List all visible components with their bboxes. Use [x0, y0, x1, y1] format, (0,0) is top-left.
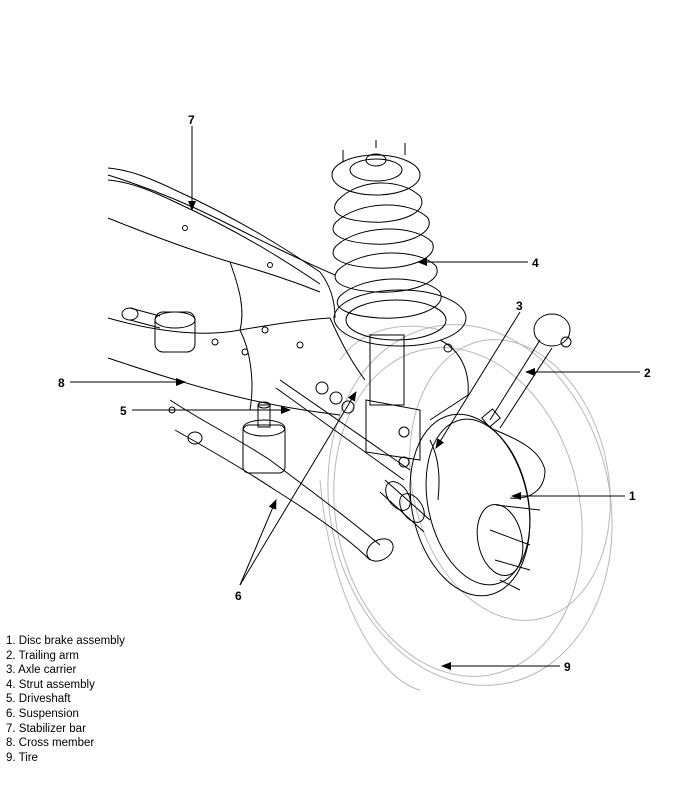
tire-drawing — [319, 324, 613, 691]
driveshaft-drawing — [275, 379, 431, 533]
callout-6: 6 — [235, 589, 242, 603]
parts-legend: 1. Disc brake assembly 2. Trailing arm 3… — [6, 634, 125, 765]
callout-5: 5 — [120, 404, 127, 418]
legend-item: 5. Driveshaft — [6, 693, 71, 706]
legend-item: 6. Suspension — [6, 707, 79, 720]
cross-member-drawing — [107, 174, 366, 416]
legend-item: 3. Axle carrier — [6, 664, 77, 677]
trailing-arm-drawing — [481, 313, 572, 429]
callout-1: 1 — [629, 489, 636, 503]
disc-brake-drawing — [409, 413, 546, 597]
legend-item: 4. Strut assembly — [6, 678, 95, 691]
callout-7: 7 — [188, 113, 195, 127]
legend-item: 7. Stabilizer bar — [6, 722, 86, 735]
leader-lines — [70, 126, 640, 670]
legend-item: 8. Cross member — [6, 737, 95, 750]
legend-item: 2. Trailing arm — [6, 649, 79, 662]
callout-9: 9 — [564, 660, 571, 674]
strut-assembly-drawing — [331, 140, 469, 468]
suspension-links-drawing — [169, 399, 394, 562]
legend-item: 9. Tire — [6, 751, 38, 764]
stabilizer-bar-drawing — [107, 167, 336, 319]
callout-4: 4 — [532, 256, 539, 270]
callout-8: 8 — [58, 376, 65, 390]
callout-2: 2 — [644, 366, 651, 380]
callout-3: 3 — [516, 299, 523, 313]
legend-item: 1. Disc brake assembly — [6, 635, 125, 647]
mount-bushing-drawing — [121, 307, 196, 353]
